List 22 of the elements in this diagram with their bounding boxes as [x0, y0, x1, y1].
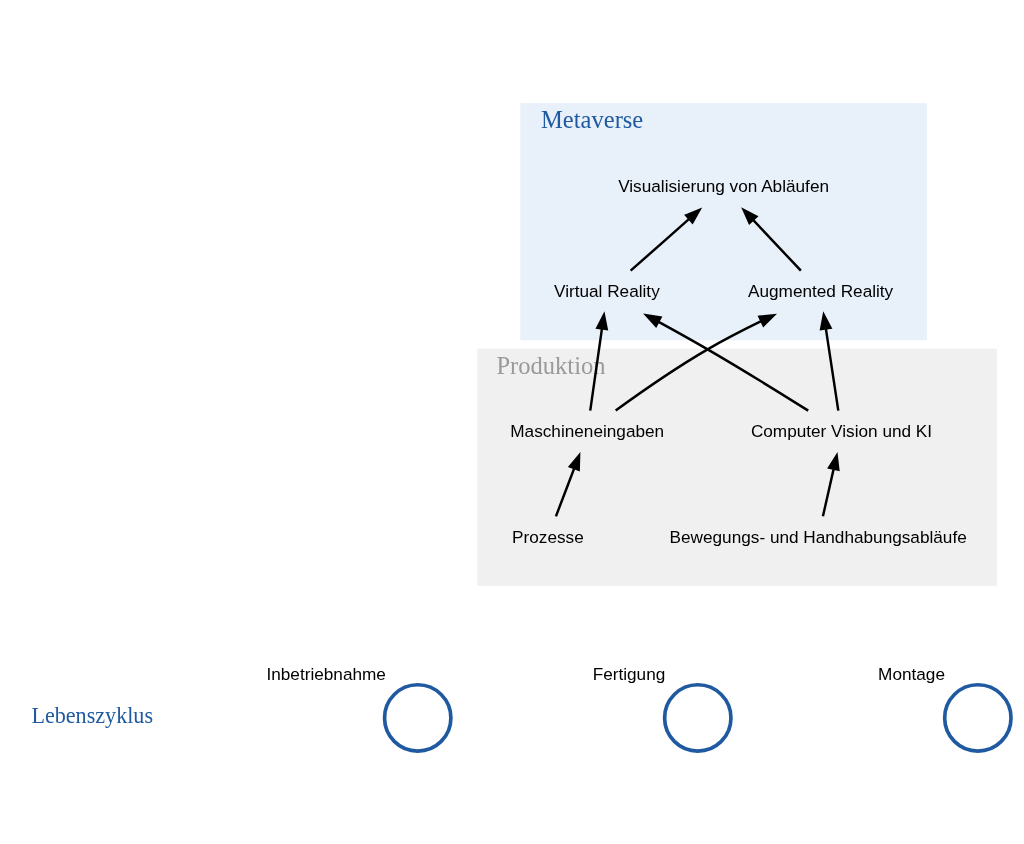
node-text: Maschineneingaben [510, 420, 665, 441]
arrow [629, 206, 703, 272]
node-circle [942, 682, 1013, 753]
node-circle [662, 682, 733, 753]
arrow [614, 313, 777, 412]
arrow [589, 310, 609, 411]
label: Lebenszyklus [31, 702, 153, 728]
node-text: Visualisierung von Abläufen [618, 175, 830, 196]
node-text: Augmented Reality [748, 280, 894, 301]
node-label: Inbetriebnahme [266, 663, 386, 684]
node-circle [382, 682, 453, 753]
arrow [643, 312, 809, 412]
arrow [819, 310, 840, 411]
node-text: Bewegungs- und Handhabungsabläufe [669, 526, 967, 547]
node-label: Fertigung [592, 663, 666, 684]
arrow [821, 451, 840, 517]
arrow [554, 451, 581, 517]
node-label: Montage [878, 663, 945, 684]
node-text: Virtual Reality [554, 280, 660, 301]
node-text: Prozesse [512, 526, 584, 547]
arrow [741, 206, 802, 271]
node-text: Computer Vision und KI [750, 420, 933, 441]
